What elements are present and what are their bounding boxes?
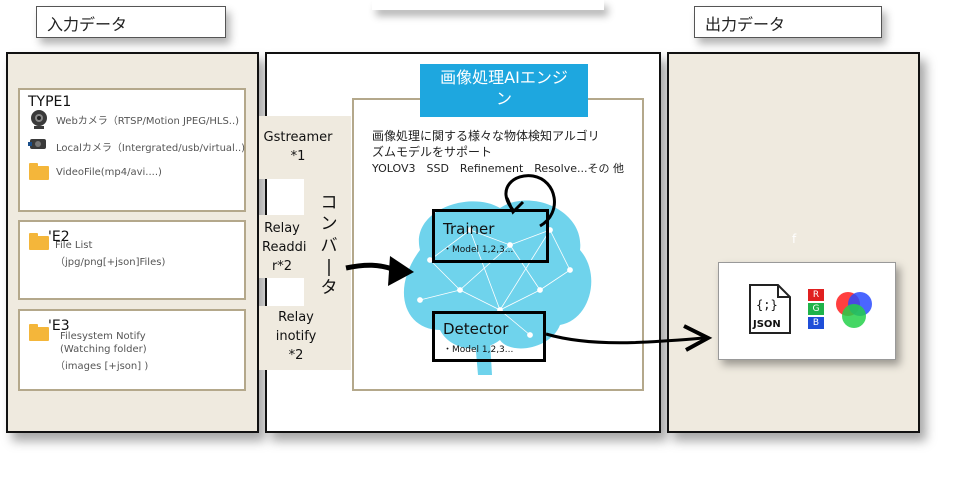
engine-title-line2: ン [495, 88, 512, 108]
relay-readdir-label: Relay Readdi r*2 [262, 220, 307, 277]
engine-description: 画像処理に関する様々な物体検知アルゴリ ズムモデルをサポート [372, 128, 642, 160]
engine-title: 画像処理AIエンジ ン [420, 64, 588, 117]
input-type3-box [18, 309, 246, 391]
converter-char: タ [320, 278, 338, 298]
relay2-line2: inotify [275, 328, 317, 344]
folder-icon [29, 233, 49, 250]
detector-box [432, 311, 546, 362]
rgb-r: R [808, 289, 824, 301]
rgb-badge-icon: R G B [808, 289, 824, 329]
relay-inotify-label: Relay inotify *2 [272, 309, 320, 366]
type3-line2: (Watching folder) [60, 344, 147, 355]
converter-char: | [326, 256, 332, 277]
converter-char: ン [320, 214, 338, 235]
output-arrow-icon [545, 324, 713, 352]
stray-char: f [792, 232, 797, 246]
loop-arrow-icon [504, 174, 556, 228]
converter-strip-top [259, 116, 351, 179]
relay2-line1: Relay [278, 310, 314, 325]
output-panel [667, 52, 920, 433]
webcam-icon [31, 110, 47, 129]
engine-desc-line2: ズムモデルをサポート [372, 145, 493, 160]
output-data-label-text: 出力データ [705, 15, 786, 34]
relay2-line3: *2 [288, 347, 304, 363]
color-circles-icon [836, 292, 872, 328]
input-data-label-text: 入力データ [47, 15, 128, 34]
gstreamer-label: Gstreamer *1 [262, 129, 334, 167]
type2-title: 'E2 [48, 229, 70, 245]
json-label: JSON [752, 319, 781, 330]
type2-line2: （jpg/png[+json]Files) [55, 257, 166, 268]
engine-desc-line1: 画像処理に関する様々な物体検知アルゴリ [372, 129, 600, 143]
converter-char: バ [320, 235, 338, 256]
detector-models: ・Model 1,2,3... [443, 345, 514, 355]
center-title-box [372, 0, 604, 10]
folder-icon [29, 163, 49, 180]
gstreamer-note: *1 [290, 148, 306, 164]
camera-icon [28, 139, 46, 149]
type3-line3: （images [+json] ) [55, 361, 149, 372]
folder-icon [29, 324, 49, 341]
output-data-label: 出力データ [694, 6, 882, 38]
type1-title: TYPE1 [28, 94, 72, 110]
input-arrow-icon [345, 256, 414, 286]
relay1-line2: Readdi [262, 239, 307, 255]
engine-title-line1: 画像処理AIエンジ [440, 68, 568, 87]
json-file-icon: {;} JSON [749, 284, 791, 334]
type3-line1: Filesystem Notify [60, 331, 146, 342]
converter-vertical-label: コ ン バ | タ [318, 193, 340, 299]
gstreamer-text: Gstreamer [263, 130, 333, 145]
converter-char: コ [320, 193, 338, 213]
trainer-models: ・Model 1,2,3... [443, 245, 514, 255]
source-local-camera-text: Localカメラ（Intergrated/usb/virtual..) [56, 143, 246, 154]
detector-name: Detector [443, 320, 509, 338]
converter-strip-right [304, 178, 351, 318]
json-glyph: {;} [756, 298, 778, 312]
input-type2-box [18, 220, 246, 300]
source-videofile-text: VideoFile(mp4/avi....) [56, 167, 162, 178]
rgb-g: G [808, 303, 824, 315]
rgb-b: B [808, 317, 824, 329]
engine-models: YOLOV3 SSD Refinement Resolve...その 他 [372, 162, 624, 175]
trainer-box [432, 209, 549, 263]
trainer-name: Trainer [443, 220, 495, 238]
relay1-line1: Relay [264, 221, 300, 236]
source-webcam-text: Webカメラ（RTSP/Motion JPEG/HLS..) [56, 116, 240, 127]
input-type1-box [18, 88, 246, 212]
type2-line1: File List [55, 240, 93, 251]
type3-title: 'E3 [48, 318, 70, 334]
relay1-line3: r*2 [271, 258, 293, 274]
input-data-label: 入力データ [36, 6, 226, 38]
